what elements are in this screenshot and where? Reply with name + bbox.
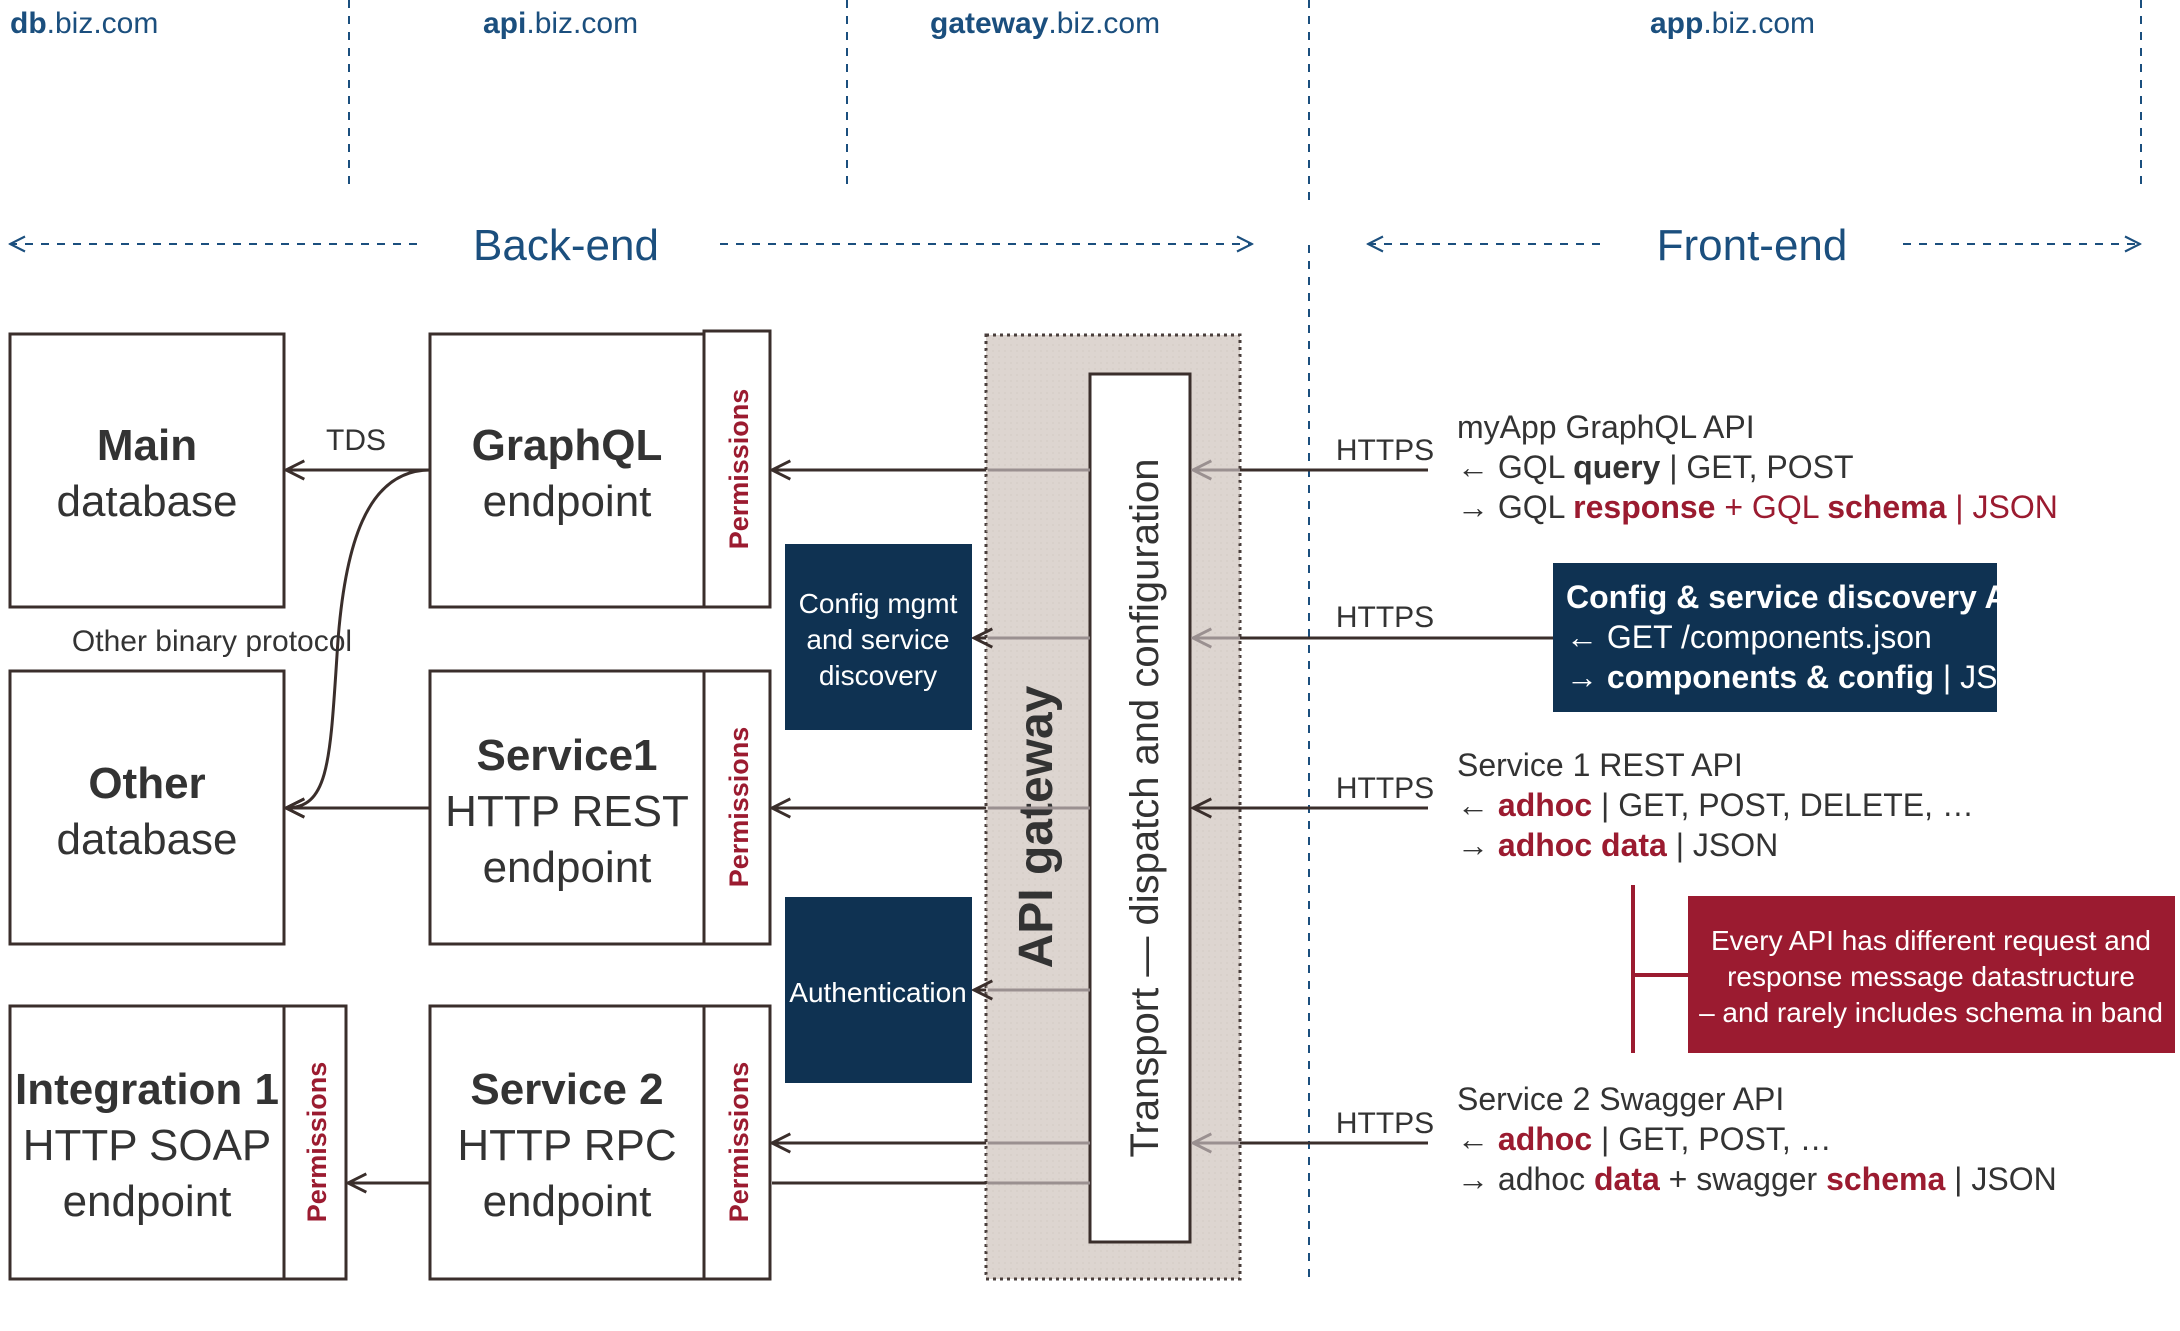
- config-mgmt-box: [785, 544, 972, 730]
- graphql-api-title: myApp GraphQL API: [1457, 409, 1755, 445]
- graphql-endpoint-title: GraphQL: [472, 421, 663, 470]
- authentication-box: [785, 897, 972, 1083]
- backend-span: Back-end: [10, 221, 1252, 270]
- domain-gateway: gateway.biz.com: [930, 7, 1160, 40]
- graphql-permissions-box: [702, 329, 772, 609]
- note-box: [1688, 896, 2175, 1053]
- service1-api-description: Service 1 REST API ← adhoc | GET, POST, …: [1457, 747, 1974, 863]
- note-line1: Every API has different request and: [1711, 925, 2151, 956]
- service2-permissions-box: [702, 1004, 772, 1281]
- integration-protocol: HTTP SOAP: [23, 1121, 272, 1170]
- domain-db: db.biz.com: [10, 7, 158, 40]
- service1-protocol: HTTP REST: [445, 787, 689, 836]
- graphql-api-description: myApp GraphQL API ← GQL query | GET, POS…: [1457, 409, 2058, 525]
- graphql-api-request: ← GQL query | GET, POST: [1457, 449, 1854, 485]
- section-frontend: Front-end: [1657, 221, 1848, 270]
- service2-api-response: → adhoc data + swagger schema | JSON: [1457, 1161, 2057, 1197]
- domain-app: app.biz.com: [1650, 7, 1815, 40]
- integration-permissions-label: Permissions: [302, 1062, 332, 1223]
- service2-protocol: HTTP RPC: [457, 1121, 676, 1170]
- service2-api-request: ← adhoc | GET, POST, …: [1457, 1121, 1832, 1157]
- graphql-api-response: → GQL response + GQL schema | JSON: [1457, 489, 2058, 525]
- service1-title: Service1: [476, 731, 657, 780]
- main-database-box: [8, 332, 286, 609]
- service1-api-request: ← adhoc | GET, POST, DELETE, …: [1457, 787, 1974, 823]
- integration-endpoint: endpoint: [63, 1177, 232, 1226]
- service1-api-title: Service 1 REST API: [1457, 747, 1743, 783]
- graphql-permissions-label: Permissions: [724, 389, 754, 550]
- note-line2: response message datastructure: [1727, 961, 2135, 992]
- tds-label: TDS: [326, 424, 386, 457]
- binary-protocol-arrow: [286, 468, 431, 808]
- authentication-label: Authentication: [789, 977, 966, 1008]
- other-database-subtitle: database: [56, 815, 237, 864]
- config-mgmt-line2: and service: [806, 624, 949, 655]
- config-api-request: ← GET /components.json: [1566, 619, 1932, 655]
- note-line3: – and rarely includes schema in band: [1699, 997, 2163, 1028]
- service1-permissions-label: Permissions: [724, 727, 754, 888]
- service2-api-description: Service 2 Swagger API ← adhoc | GET, POS…: [1457, 1081, 2057, 1197]
- transport-box: [1088, 372, 1192, 1244]
- service2-title: Service 2: [470, 1065, 663, 1114]
- service2-api-title: Service 2 Swagger API: [1457, 1081, 1784, 1117]
- config-api-title: Config & service discovery API: [1566, 579, 2038, 615]
- service1-endpoint: endpoint: [483, 843, 652, 892]
- section-backend: Back-end: [473, 221, 659, 270]
- integration-box: [8, 1004, 286, 1281]
- config-mgmt-line3: discovery: [819, 660, 937, 691]
- binary-protocol-label: Other binary protocol: [72, 625, 352, 658]
- service2-endpoint-box: [428, 1004, 706, 1281]
- integration-permissions-box: [282, 1004, 348, 1281]
- main-database-subtitle: database: [56, 477, 237, 526]
- other-database-title: Other: [88, 759, 205, 808]
- https-label-graphql: HTTPS: [1336, 434, 1434, 467]
- api-note: Every API has different request and resp…: [1631, 885, 2175, 1053]
- config-api-box: [1553, 563, 1997, 712]
- graphql-endpoint-box: [428, 332, 706, 609]
- service1-api-response: → adhoc data | JSON: [1457, 827, 1778, 863]
- transport-label: Transport — dispatch and configuration: [1123, 459, 1167, 1158]
- zone-separators: [348, 0, 2142, 1282]
- graphql-endpoint-subtitle: endpoint: [483, 477, 652, 526]
- frontend-span: Front-end: [1368, 221, 2140, 270]
- https-label-config: HTTPS: [1336, 601, 1434, 634]
- service2-permissions-label: Permissions: [724, 1062, 754, 1223]
- service1-permissions-box: [702, 669, 772, 946]
- https-label-service1: HTTPS: [1336, 772, 1434, 805]
- integration-title: Integration 1: [15, 1065, 279, 1114]
- other-database-box: [8, 669, 286, 946]
- service2-endpoint: endpoint: [483, 1177, 652, 1226]
- main-database-title: Main: [97, 421, 197, 470]
- config-mgmt-line1: Config mgmt: [799, 588, 958, 619]
- gateway-internal-arrows: [988, 470, 1240, 1185]
- https-label-service2: HTTPS: [1336, 1107, 1434, 1140]
- api-gateway-label: API gateway: [1010, 685, 1063, 968]
- domain-api: api.biz.com: [483, 7, 638, 40]
- config-api-response: → components & config | JSON: [1566, 659, 2045, 695]
